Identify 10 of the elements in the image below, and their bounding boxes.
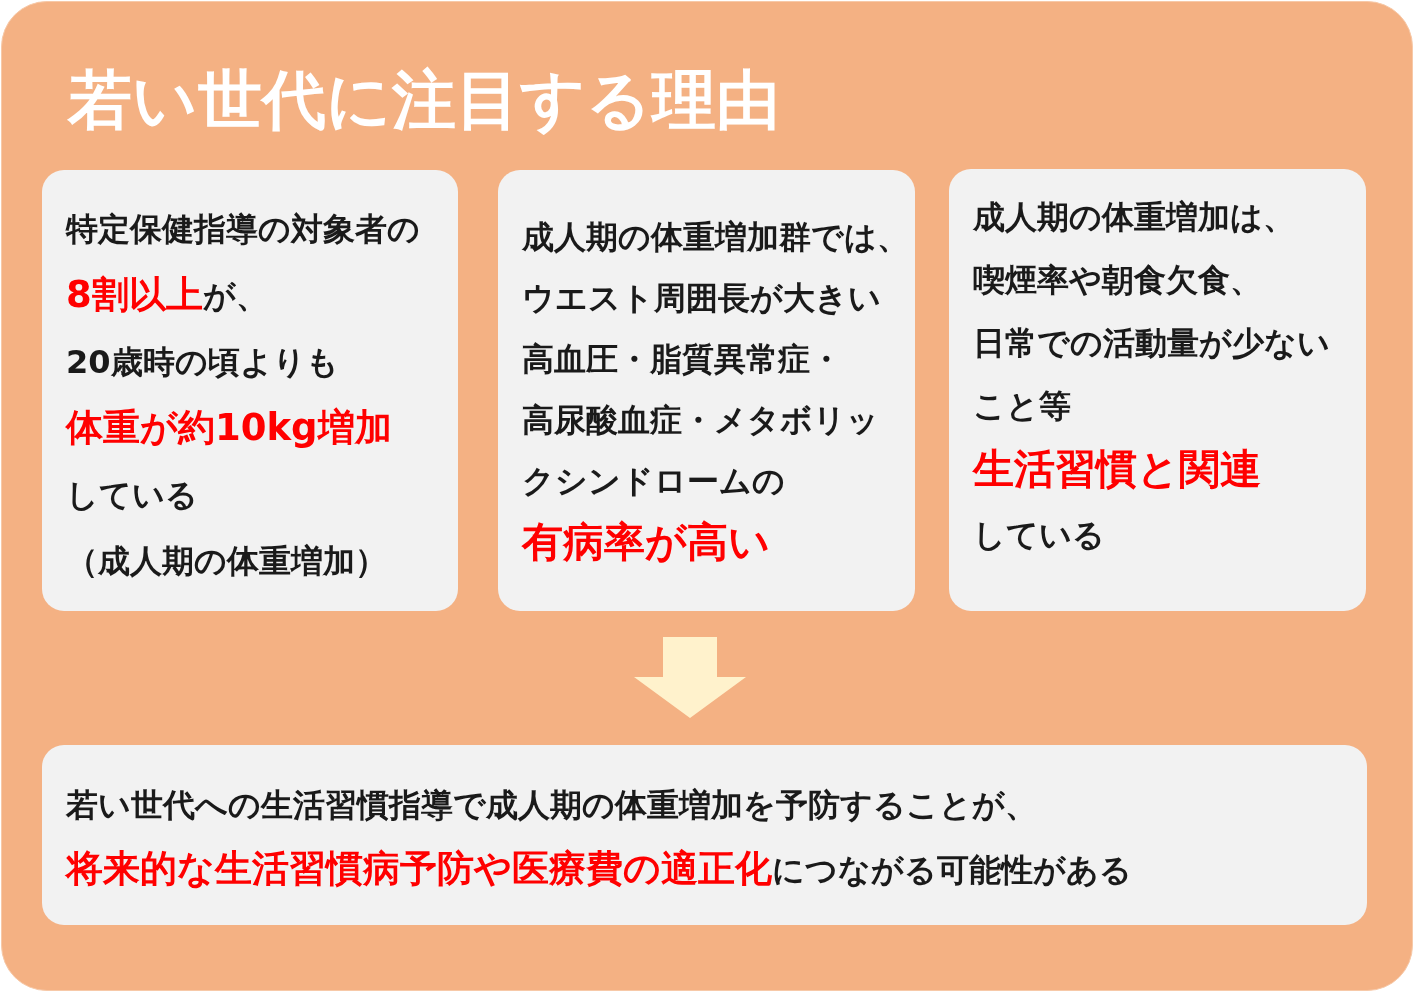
- body-text: 特定保健指導の対象者の8割以上が、20歳時の頃よりも体重が約10kg増加している（成人期の体重増加）: [66, 209, 420, 582]
- info-box: [42, 170, 458, 611]
- title: 若い世代に注目する理由: [68, 62, 780, 139]
- down-arrow: [634, 637, 746, 718]
- info-box: [949, 169, 1366, 611]
- body-text: 成人期の体重増加群では、ウエスト周囲長が大きい高血圧・脂質異常症・高尿酸血症・メタボリックシンドロームの有病率が高い: [522, 217, 909, 568]
- info-box: [498, 170, 915, 611]
- body-text: 若い世代への生活習慣指導で成人期の体重増加を予防することが、将来的な生活習慣病予防や医療費の適正化につながる可能性がある: [66, 785, 1132, 892]
- body-text: 成人期の体重増加は、喫煙率や朝食欠食、日常での活動量が少ないこと等生活習慣と関連している: [973, 197, 1330, 556]
- conclusion-box: [42, 745, 1367, 925]
